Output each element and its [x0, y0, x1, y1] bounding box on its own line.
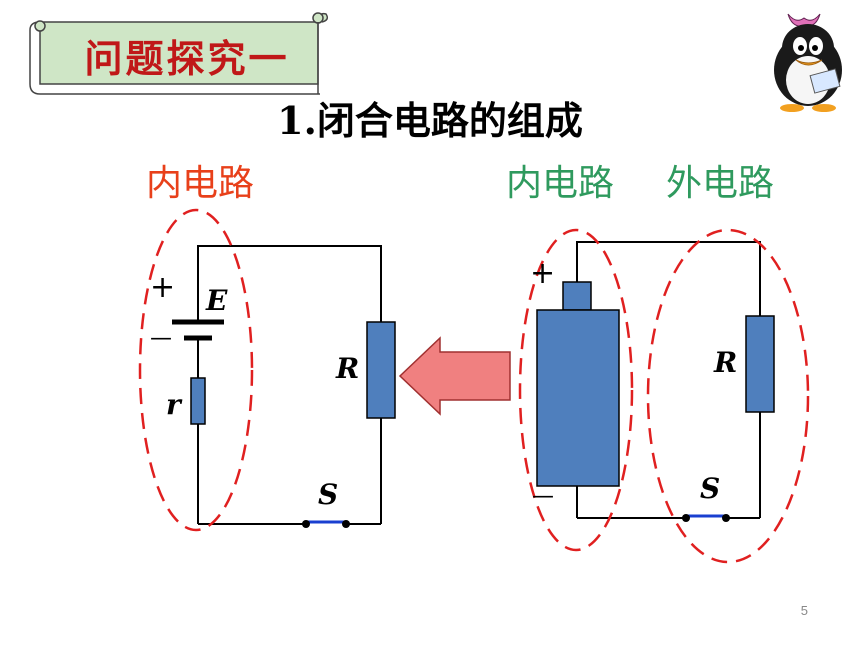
- penguin-mascot: [774, 13, 842, 112]
- emf-symbol: E: [206, 284, 228, 317]
- internal-resistance-symbol: r: [166, 388, 181, 421]
- left-external-resistor: [366, 321, 396, 419]
- left-circuit-wires: [197, 245, 382, 525]
- right-plus-sign: +: [530, 256, 556, 291]
- right-outer-circuit-label: 外电路: [666, 163, 775, 204]
- left-inner-circuit-ellipse: [138, 208, 254, 532]
- battery-body: [536, 309, 620, 487]
- right-switch-symbol: S: [700, 472, 721, 505]
- left-switch-symbol: S: [318, 478, 339, 511]
- left-inner-circuit-label: 内电路: [146, 163, 255, 204]
- right-outer-circuit-ellipse: [646, 228, 810, 564]
- left-plus-sign: +: [150, 270, 176, 305]
- banner-scroll: [29, 12, 329, 95]
- left-resistor-symbol: R: [336, 352, 360, 385]
- right-external-resistor: [745, 315, 775, 413]
- page-title: 1.闭合电路的组成: [277, 98, 583, 143]
- right-inner-circuit-ellipse: [518, 228, 634, 552]
- internal-resistor: [190, 377, 206, 425]
- page-number: 5: [800, 603, 808, 618]
- right-minus-sign: —: [532, 484, 554, 509]
- left-minus-sign: —: [150, 326, 172, 351]
- right-inner-circuit-label: 内电路: [506, 163, 615, 204]
- banner-title: 问题探究一: [84, 37, 290, 81]
- battery-terminal: [562, 281, 592, 311]
- direction-arrow: [398, 336, 511, 416]
- right-resistor-symbol: R: [714, 346, 738, 379]
- right-circuit-wires: [576, 241, 761, 519]
